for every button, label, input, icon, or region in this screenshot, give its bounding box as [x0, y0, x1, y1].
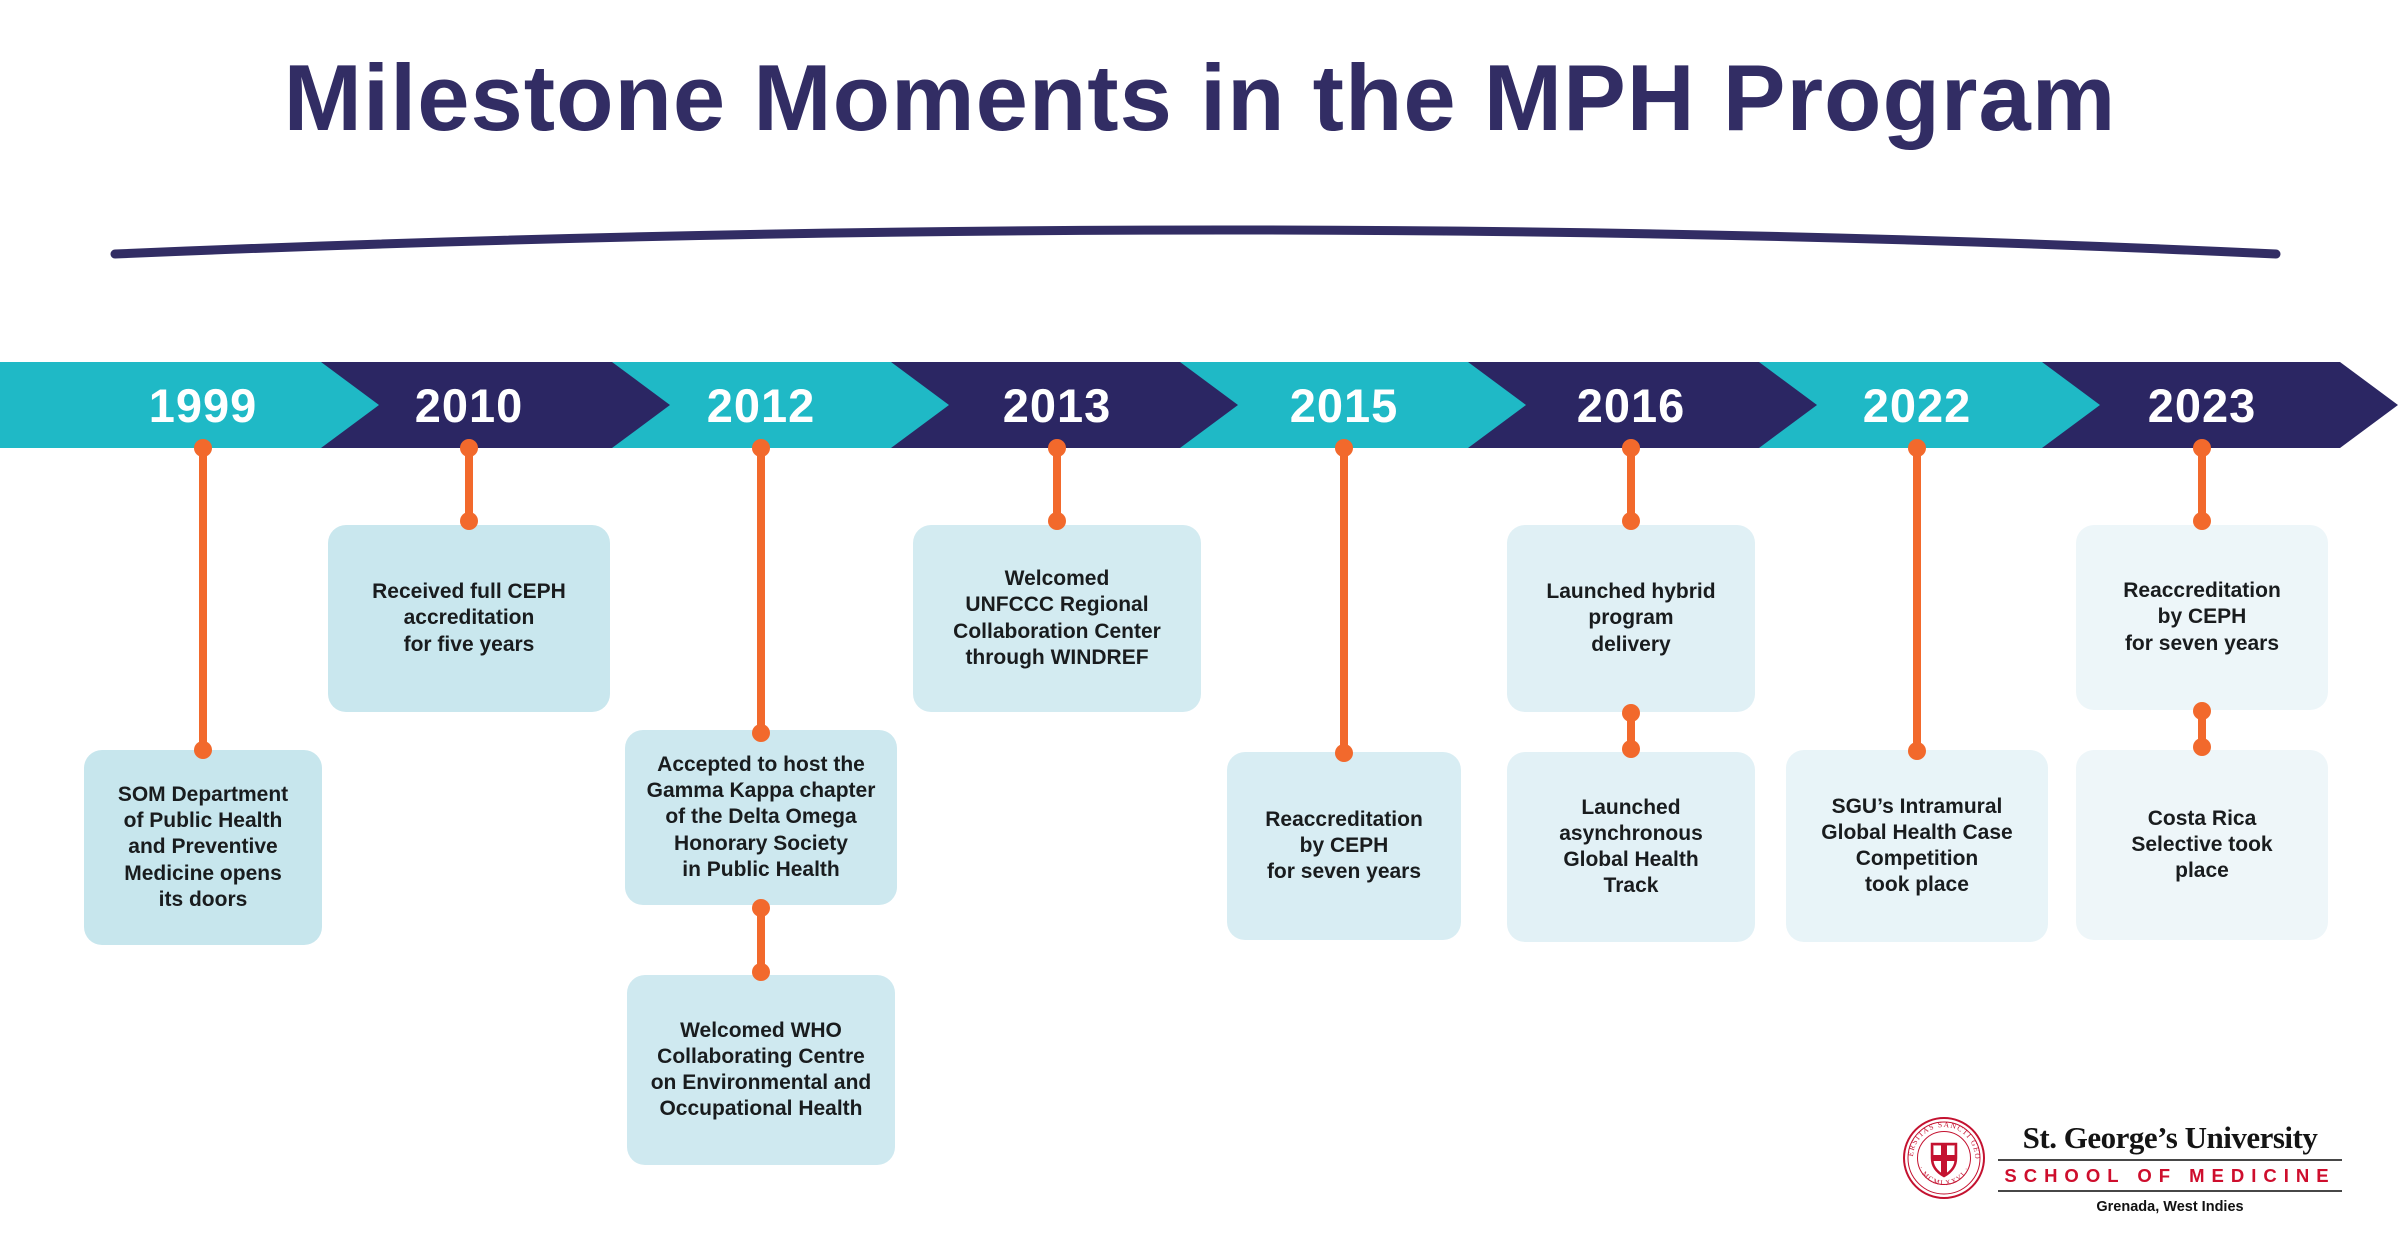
milestone-box-2015: Reaccreditation by CEPH for seven years: [1227, 752, 1461, 940]
title-underline-swoosh: [110, 225, 2281, 259]
timeline-segment-2010: [321, 362, 670, 448]
milestone-box-2016-b: Launched asynchronous Global Health Trac…: [1507, 752, 1755, 942]
year-label-2012: 2012: [706, 378, 816, 432]
milestone-text-2012-a: Accepted to host the Gamma Kappa chapter…: [646, 753, 876, 881]
sgu-logo: UNIVERSITAS SANCTI GEORGII · MCMLXXVI · …: [1902, 1112, 2354, 1238]
milestone-box-2010: Received full CEPH accreditation for fiv…: [328, 525, 610, 712]
connector-dot: [752, 899, 770, 917]
connector-line-2023b: [2198, 711, 2206, 747]
milestone-box-1999: SOM Department of Public Health and Prev…: [84, 750, 322, 945]
connector-dot: [752, 963, 770, 981]
connector-dot: [2193, 702, 2211, 720]
milestone-text-2023-b: Costa Rica Selective took place: [2131, 806, 2273, 883]
connector-line-2016b: [1627, 713, 1635, 749]
timeline-segment-2016: [1468, 362, 1817, 448]
logo-rule-top: [1998, 1159, 2342, 1161]
milestone-box-2013: Welcomed UNFCCC Regional Collaboration C…: [913, 525, 1201, 712]
connector-line-2023: [2198, 448, 2206, 521]
milestone-box-2023-b: Costa Rica Selective took place: [2076, 750, 2328, 940]
connector-dot: [1622, 512, 1640, 530]
milestone-box-2016-a: Launched hybrid program delivery: [1507, 525, 1755, 712]
connector-dot: [1622, 704, 1640, 722]
milestone-box-2012-b: Welcomed WHO Collaborating Centre on Env…: [627, 975, 895, 1165]
milestone-text-2010: Received full CEPH accreditation for fiv…: [372, 580, 566, 656]
connector-dot: [460, 439, 478, 457]
connector-dot: [2193, 738, 2211, 756]
timeline-segment-2023: [2042, 362, 2398, 448]
connector-dot: [194, 741, 212, 759]
milestone-text-2016-a: Launched hybrid program delivery: [1546, 580, 1716, 656]
year-label-2016: 2016: [1576, 378, 1686, 432]
connector-dot: [1622, 439, 1640, 457]
sgu-school: SCHOOL OF MEDICINE: [2004, 1165, 2336, 1186]
milestone-text-2015: Reaccreditation by CEPH for seven years: [1265, 807, 1423, 884]
connector-dot: [1048, 512, 1066, 530]
connector-line-2015: [1340, 448, 1348, 753]
sgu-name: St. George’s University: [2022, 1120, 2318, 1155]
sgu-logo-text: St. George’s University SCHOOL OF MEDICI…: [1998, 1120, 2342, 1215]
connector-dot: [1908, 439, 1926, 457]
connector-dot: [752, 439, 770, 457]
milestone-box-2022: SGU’s Intramural Global Health Case Comp…: [1786, 750, 2048, 942]
connector-line-2013: [1053, 448, 1061, 521]
milestone-text-2023-a: Reaccreditation by CEPH for seven years: [2123, 579, 2281, 655]
connector-dot: [1622, 740, 1640, 758]
year-label-1999: 1999: [148, 378, 258, 432]
year-label-2023: 2023: [2147, 378, 2257, 432]
connector-line-1999: [199, 448, 207, 750]
connector-line-2012b: [757, 908, 765, 972]
milestone-box-2012-a: Accepted to host the Gamma Kappa chapter…: [625, 730, 897, 905]
timeline-band: [0, 362, 2400, 448]
page-title: Milestone Moments in the MPH Program: [283, 45, 2117, 150]
connector-line-2016: [1627, 448, 1635, 521]
year-label-2013: 2013: [1002, 378, 1112, 432]
connector-dot: [1908, 742, 1926, 760]
milestone-text-2013: Welcomed UNFCCC Regional Collaboration C…: [953, 567, 1161, 669]
milestone-box-2023-a: Reaccreditation by CEPH for seven years: [2076, 525, 2328, 710]
connector-line-2022: [1913, 448, 1921, 751]
year-label-2022: 2022: [1862, 378, 1972, 432]
connector-line-2010: [465, 448, 473, 521]
connector-dot: [1048, 439, 1066, 457]
connector-dot: [460, 512, 478, 530]
year-label-2010: 2010: [414, 378, 524, 432]
logo-rule-bottom: [1998, 1190, 2342, 1192]
connector-dot: [2193, 439, 2211, 457]
connector-line-2012: [757, 448, 765, 733]
milestone-text-1999: SOM Department of Public Health and Prev…: [117, 783, 289, 911]
connector-dot: [1335, 744, 1353, 762]
sgu-location: Grenada, West Indies: [2096, 1199, 2244, 1215]
milestone-text-2022: SGU’s Intramural Global Health Case Comp…: [1821, 794, 2013, 897]
timeline-segment-1999: [0, 362, 379, 448]
sgu-seal-icon: UNIVERSITAS SANCTI GEORGII · MCMLXXVI ·: [1902, 1116, 1985, 1199]
year-label-2015: 2015: [1289, 378, 1399, 432]
connector-dot: [752, 724, 770, 742]
connector-dot: [2193, 512, 2211, 530]
milestone-text-2016-b: Launched asynchronous Global Health Trac…: [1559, 795, 1703, 898]
connector-dot: [1335, 439, 1353, 457]
milestone-text-2012-b: Welcomed WHO Collaborating Centre on Env…: [650, 1018, 872, 1121]
connector-dot: [194, 439, 212, 457]
